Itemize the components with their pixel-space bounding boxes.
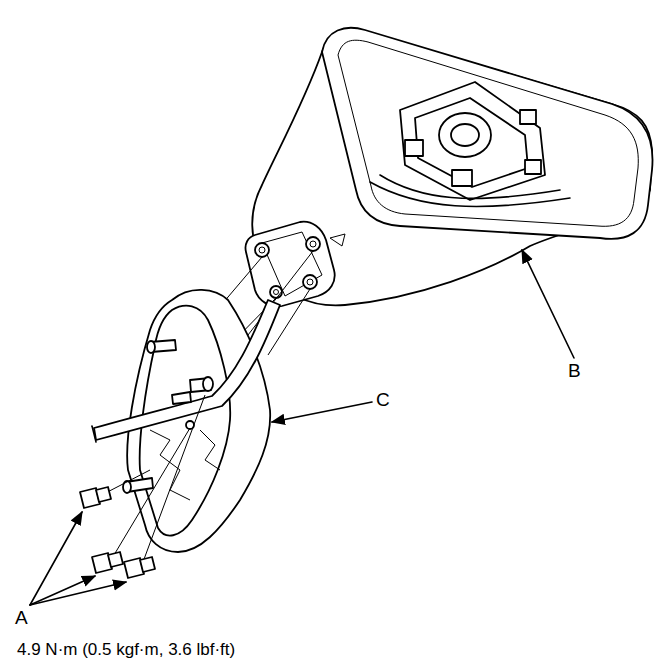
cable xyxy=(94,300,280,440)
cable-end xyxy=(92,426,96,442)
housing-inner-rim xyxy=(338,40,638,226)
torque-spec: 4.9 N·m (0.5 kgf·m, 3.6 lbf·ft) xyxy=(17,641,235,660)
mirror-actuator xyxy=(370,82,570,206)
housing-rim xyxy=(322,28,653,239)
part-label: C xyxy=(376,390,390,411)
base-ribs xyxy=(150,430,220,500)
part-label: A xyxy=(15,608,28,629)
part-label: B xyxy=(568,361,581,382)
screw-bolt xyxy=(80,395,205,578)
base-studs xyxy=(123,340,213,493)
mount-plate xyxy=(245,222,345,307)
leader-line xyxy=(30,250,574,605)
